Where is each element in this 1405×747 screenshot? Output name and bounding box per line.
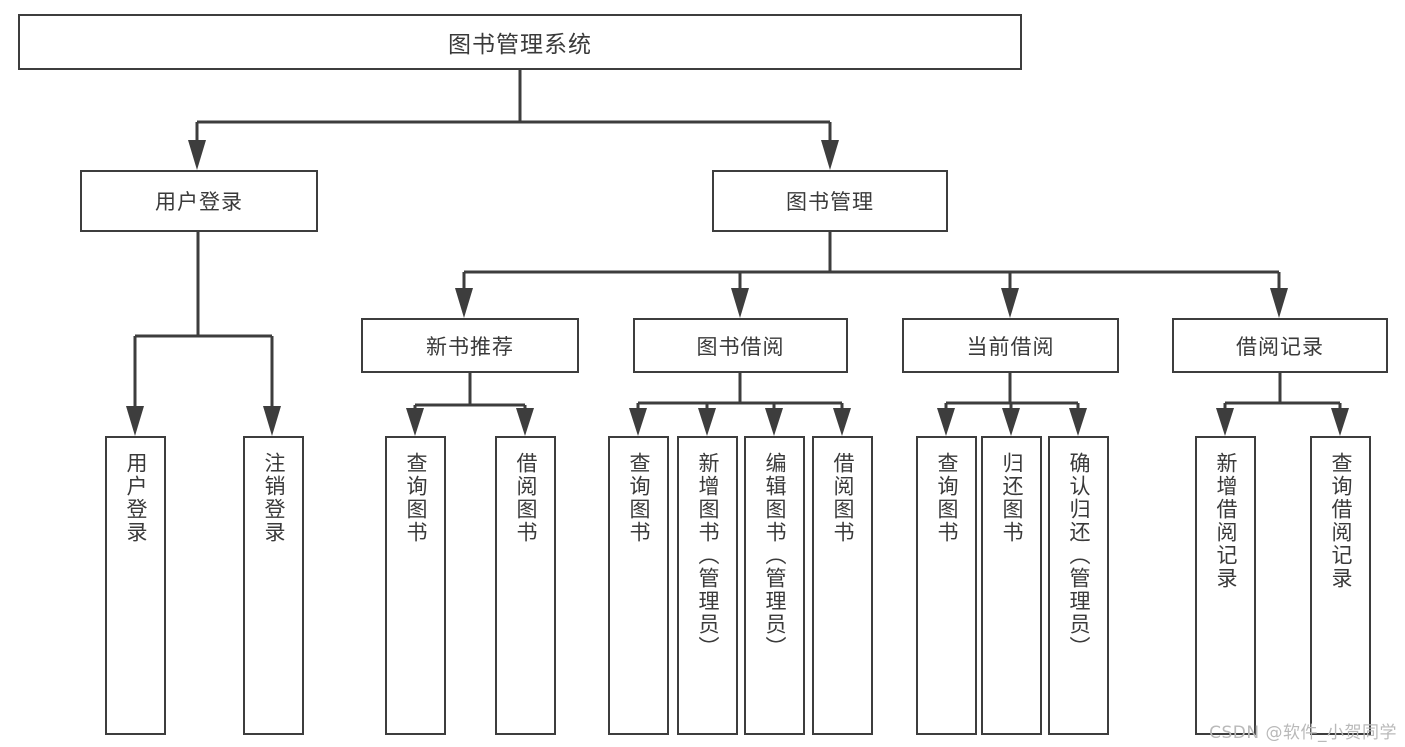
leaf-query-book-borrow[interactable]: 查询图书 [608, 436, 669, 735]
node-root-book-management-system[interactable]: 图书管理系统 [18, 14, 1022, 70]
node-label: 借阅记录 [1236, 334, 1324, 359]
node-label: 用户登录 [123, 452, 148, 544]
node-label: 查询借阅记录 [1328, 452, 1353, 590]
node-borrow-record[interactable]: 借阅记录 [1172, 318, 1388, 373]
node-label: 新增图书（管理员） [695, 452, 720, 659]
node-label: 用户登录 [155, 190, 243, 214]
node-label: 查询图书 [626, 452, 651, 544]
leaf-borrow-book[interactable]: 借阅图书 [812, 436, 873, 735]
node-label: 编辑图书（管理员） [762, 452, 787, 659]
leaf-add-borrow-record[interactable]: 新增借阅记录 [1195, 436, 1256, 735]
leaf-edit-book[interactable]: 编辑图书（管理员） [744, 436, 805, 735]
node-new-book-recommend[interactable]: 新书推荐 [361, 318, 579, 373]
leaf-borrow-book-recommend[interactable]: 借阅图书 [495, 436, 556, 735]
node-label: 新书推荐 [426, 334, 514, 359]
node-label: 借阅图书 [513, 452, 538, 544]
node-label: 借阅图书 [830, 452, 855, 544]
node-label: 图书借阅 [696, 334, 785, 359]
node-label: 当前借阅 [966, 334, 1055, 359]
node-label: 查询图书 [934, 452, 959, 544]
node-label: 归还图书 [999, 452, 1024, 544]
leaf-confirm-return[interactable]: 确认归还（管理员） [1048, 436, 1109, 735]
leaf-query-book-current[interactable]: 查询图书 [916, 436, 977, 735]
leaf-query-borrow-record[interactable]: 查询借阅记录 [1310, 436, 1371, 735]
leaf-return-book[interactable]: 归还图书 [981, 436, 1042, 735]
node-label: 确认归还（管理员） [1066, 452, 1091, 659]
node-user-login[interactable]: 用户登录 [80, 170, 318, 232]
node-current-borrow[interactable]: 当前借阅 [902, 318, 1119, 373]
node-label: 注销登录 [261, 452, 286, 544]
node-label: 图书管理 [786, 190, 874, 214]
leaf-query-book-recommend[interactable]: 查询图书 [385, 436, 446, 735]
leaf-add-book[interactable]: 新增图书（管理员） [677, 436, 738, 735]
leaf-logout-login[interactable]: 注销登录 [243, 436, 304, 735]
node-book-borrow[interactable]: 图书借阅 [633, 318, 848, 373]
node-label: 图书管理系统 [448, 32, 592, 58]
leaf-user-login[interactable]: 用户登录 [105, 436, 166, 735]
node-label: 查询图书 [403, 452, 428, 544]
node-book-manage[interactable]: 图书管理 [712, 170, 948, 232]
csdn-watermark: CSDN @软件_小贺同学 [1209, 723, 1397, 743]
node-label: 新增借阅记录 [1213, 452, 1238, 590]
